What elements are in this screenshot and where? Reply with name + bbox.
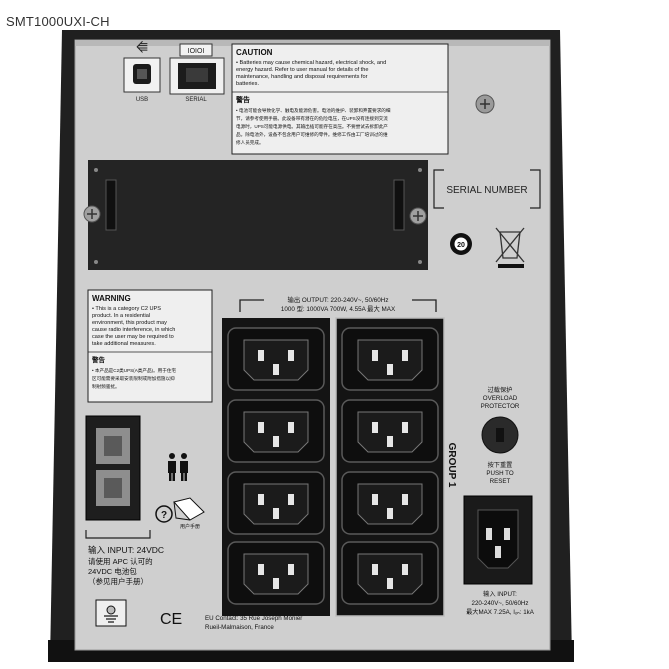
- ac-input-line-2: 220-240V~, 50/60Hz: [472, 600, 529, 607]
- warning-cn-line-2: 区可能需要采取安装限制或附加措施以抑: [92, 375, 175, 382]
- output-spec: 输出 OUTPUT: 220-240V~, 50/60Hz 1000 型: 10…: [239, 295, 437, 313]
- iec-outlet[interactable]: [341, 327, 439, 391]
- warning-line-6: take additional measures.: [92, 341, 156, 347]
- caution-line-4: batteries.: [236, 81, 259, 87]
- iec-outlet[interactable]: [227, 327, 325, 391]
- screw-icon: [83, 205, 101, 223]
- warning-line-5: case the user may be required to: [92, 334, 174, 340]
- warning-line-1: • This is a category C2 UPS: [92, 306, 161, 312]
- ground-terminal-icon: [95, 599, 127, 627]
- battery-input-line-1: 输入 INPUT: 24VDC: [88, 545, 164, 555]
- read-manual-icon: ? 用户手册: [155, 497, 205, 530]
- two-person-lift-icon: [168, 453, 188, 481]
- battery-bay-plate: [88, 160, 428, 270]
- iec-outlet[interactable]: [227, 541, 325, 605]
- weee-bin-icon: [495, 227, 525, 268]
- battery-input-line-4: （参见用户手册）: [88, 576, 148, 586]
- usb-label: USB: [136, 97, 148, 103]
- overload-line-2: OVERLOAD: [483, 395, 518, 402]
- caution-line-1: • Batteries may cause chemical hazard, e…: [236, 60, 386, 66]
- screw-icon: [475, 94, 495, 114]
- warning-cn-title: 警告: [92, 355, 106, 364]
- reset-line-1: 按下重置: [488, 461, 513, 469]
- warning-cn-line-1: • 本产品是C2类UPS(A类产品)。用于住宅: [92, 367, 176, 374]
- caution-cn-line-4: 品。除电池外，设备不包含用户可维修的零件。维修工作由工厂培训过的维: [236, 131, 388, 138]
- reset-line-2: PUSH TO: [486, 470, 513, 477]
- caution-cn-line-1: • 电池可能会导致化学、触电及能源危害。电池的维护、装卸和弃置要求的细: [236, 107, 391, 114]
- caution-line-3: maintenance, handling and disposal requi…: [236, 74, 368, 80]
- overload-reset-button[interactable]: [481, 416, 519, 454]
- iec-outlet[interactable]: [341, 399, 439, 463]
- caution-cn-line-3: 电源时，UPS可能电源供电。其输出插可能存在高压。不要尝试去拆卸此产: [236, 123, 388, 130]
- eu-contact-line-2: Rueil-Malmaison, France: [205, 624, 274, 631]
- ac-input-line-1: 输入 INPUT:: [483, 590, 517, 598]
- warning-cn-line-3: 制射频骚扰。: [92, 383, 120, 390]
- warning-line-3: environment, this product may: [92, 320, 167, 326]
- svg-text:20: 20: [457, 242, 465, 249]
- reset-instructions: 按下重置 PUSH TO RESET: [486, 461, 513, 485]
- output-line-2: 1000 型: 1000VA 700W, 4.55A 最大 MAX: [281, 304, 396, 313]
- manual-label: 用户手册: [180, 523, 200, 530]
- iec-outlet[interactable]: [341, 471, 439, 535]
- caution-line-2: energy hazard. Refer to user manual for …: [236, 67, 368, 73]
- ce-mark: CE: [160, 611, 182, 628]
- battery-input-label: 输入 INPUT: 24VDC 请使用 APC 认可的 24VDC 电池包 （参…: [88, 545, 164, 586]
- caution-cn-line-5: 修人员完成。: [236, 139, 264, 146]
- serial-number-label: SERIAL NUMBER: [446, 185, 527, 196]
- iec-outlet[interactable]: [227, 399, 325, 463]
- group-1-label: GROUP 1: [446, 443, 457, 488]
- usb-port[interactable]: ⭅ USB: [123, 40, 161, 103]
- eu-contact-line-1: EU Contact: 35 Rue Joseph Monier: [205, 615, 302, 622]
- caution-title: CAUTION: [236, 48, 273, 57]
- output-line-1: 输出 OUTPUT: 220-240V~, 50/60Hz: [288, 295, 389, 304]
- ac-input-line-3: 最大MAX 7.25A, Iₒₙ: 1kA: [466, 608, 535, 616]
- screw-icon: [409, 207, 427, 225]
- svg-text:IOIOI: IOIOI: [188, 48, 205, 55]
- warning-line-4: cause radio interference, in which: [92, 327, 175, 333]
- model-label: SMT1000UXI-CH: [6, 14, 110, 29]
- usb-symbol-icon: ⭅: [136, 40, 148, 55]
- serial-label: SERIAL: [185, 97, 207, 103]
- serial-port[interactable]: IOIOI SERIAL: [169, 43, 225, 103]
- overload-line-3: PROTECTOR: [481, 403, 520, 410]
- serial-number-field: SERIAL NUMBER: [433, 169, 541, 209]
- ac-input-label: 输入 INPUT: 220-240V~, 50/60Hz 最大MAX 7.25A…: [466, 590, 535, 616]
- warning-label: WARNING • This is a category C2 UPS prod…: [87, 289, 213, 403]
- caution-label: CAUTION • Batteries may cause chemical h…: [231, 43, 449, 155]
- ac-input-socket[interactable]: [463, 495, 533, 585]
- overload-line-1: 过载保护: [488, 386, 513, 394]
- caution-cn-line-2: 节，请参考使用手册。此设备带有潜在的危险电压，在UPS没有连接到交流: [236, 115, 388, 122]
- battery-input-line-3: 24VDC 电池包: [88, 566, 137, 576]
- iec-outlet[interactable]: [341, 541, 439, 605]
- reset-line-3: RESET: [490, 478, 511, 485]
- serial-symbol-icon: [179, 43, 213, 57]
- overload-protector: 过载保护 OVERLOAD PROTECTOR: [481, 386, 520, 410]
- caution-cn-title: 警告: [236, 95, 250, 104]
- warning-title: WARNING: [92, 294, 131, 303]
- battery-connector[interactable]: [85, 415, 141, 521]
- recycle-20-icon: 20: [450, 233, 472, 255]
- warning-line-2: product. In a residential: [92, 313, 150, 319]
- iec-outlet[interactable]: [227, 471, 325, 535]
- battery-input-line-2: 请使用 APC 认可的: [88, 556, 153, 566]
- svg-text:?: ?: [161, 510, 167, 521]
